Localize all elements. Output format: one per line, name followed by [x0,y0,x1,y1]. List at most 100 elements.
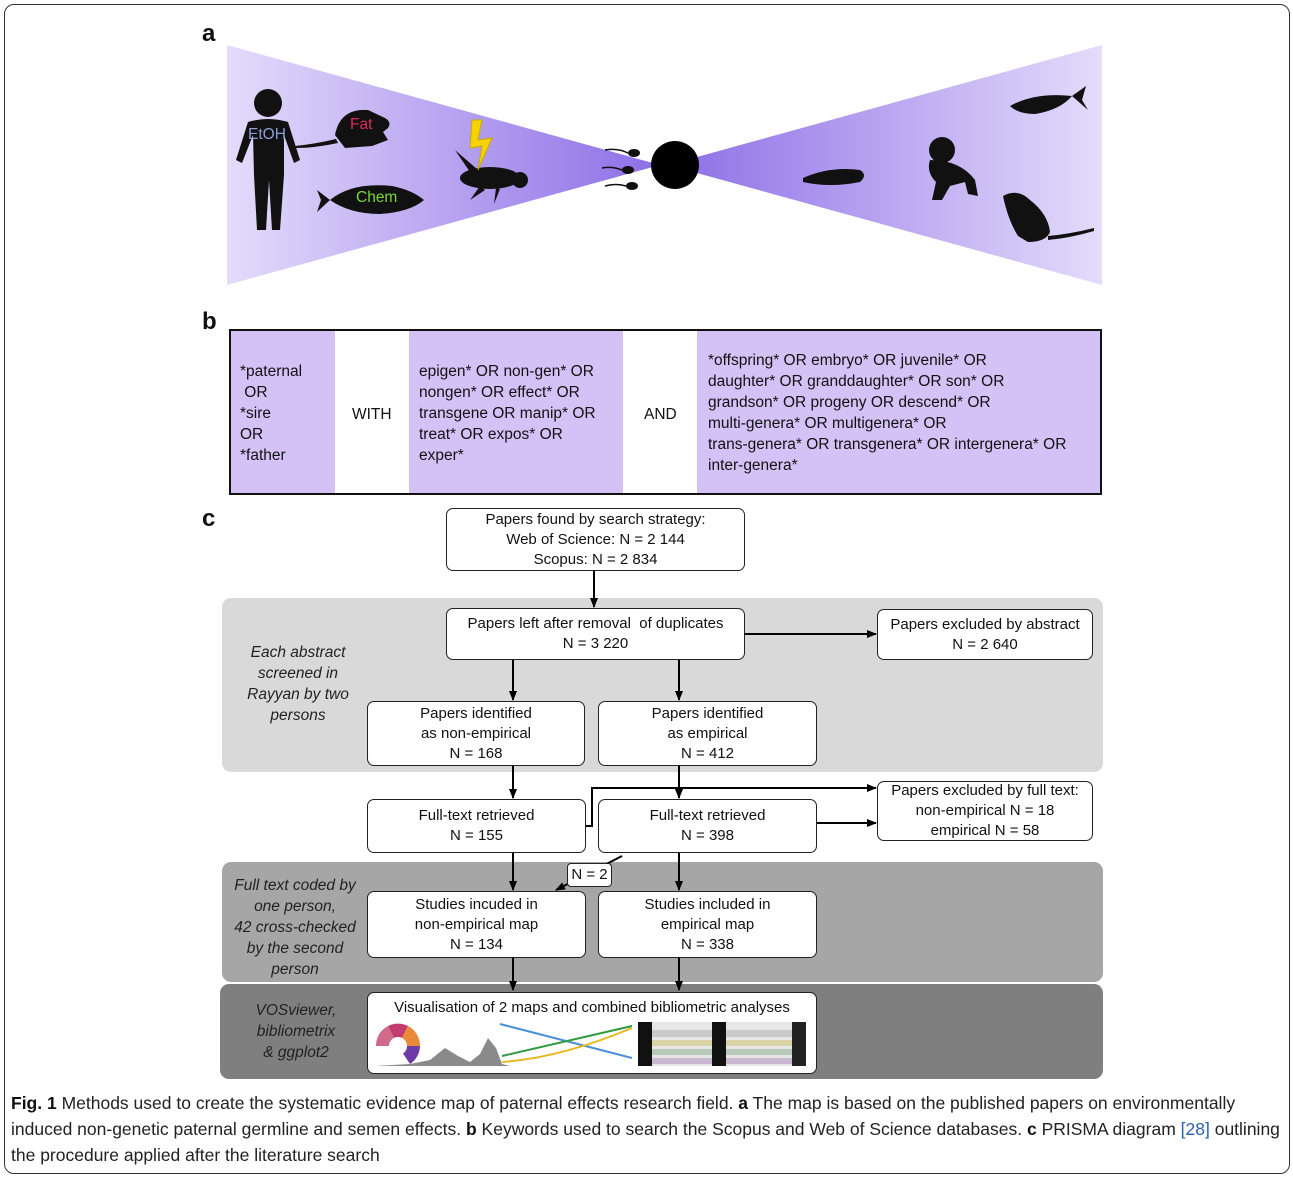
figure-caption: Fig. 1 Methods used to create the system… [11,1090,1281,1168]
visualisation-thumbnails [375,1022,806,1066]
box-line: Papers excluded by abstract [890,615,1080,633]
right-wedge [668,45,1102,285]
rat-father-icon [295,109,390,148]
screening-label: Each abstract screened in Rayyan by two … [228,642,368,726]
box-line: Studies included in [644,895,771,913]
included-empirical-box: Studies included in empirical map N = 33… [598,891,817,958]
side-line: 42 cross-checked [234,919,356,936]
n2-transfer-label: N = 2 [567,863,612,887]
tools-label: VOSviewer, bibliometrix & ggplot2 [226,1000,366,1063]
chem-label: Chem [356,189,398,206]
box-line: Studies incuded in [415,895,538,913]
keyword-col-paternal: *paternal OR *sire OR *father [240,361,302,466]
kw1-line: OR [240,426,264,443]
box-line: non-empirical map [414,915,539,933]
kw2-line: treat* OR expos* OR [419,426,563,443]
side-line: & ggplot2 [263,1044,329,1061]
caption-panel-c: c [1026,1119,1037,1139]
coding-label: Full text coded by one person, 42 cross-… [224,875,366,980]
trend-line-yellow [501,1027,633,1063]
trend-line-green [501,1025,633,1057]
caption-panel-a: a [738,1093,749,1113]
kw2-line: transgene OR manip* OR [419,405,596,422]
keyword-table [229,329,1102,495]
fly-father-icon [455,150,528,204]
box-line: Papers identified [420,704,532,722]
panel-a-illustration [227,45,1102,285]
kw2-line: epigen* OR non-gen* OR [419,363,594,380]
box-line: Full-text retrieved [418,807,535,824]
box-line: empirical N = 58 [930,822,1040,839]
side-line: one person, [254,898,336,915]
side-line: Each abstract [250,644,346,661]
search-results-box: Papers found by search strategy: Web of … [446,508,745,571]
donut-thumbnail [375,1023,421,1064]
keyword-col-2-bg [409,331,623,493]
figure-frame [4,4,1290,1174]
etoh-label: EtOH [248,126,286,143]
kw1-line: *sire [240,405,272,422]
side-line: VOSviewer, [255,1002,337,1019]
side-line: persons [270,707,326,724]
keyword-col-1-bg [231,331,335,493]
kw3-line: *offspring* OR embryo* OR juvenile* OR [708,352,987,369]
empirical-box: Papers identified as empirical N = 412 [598,701,817,766]
box-line: Web of Science: N = 2 144 [506,530,685,548]
deduplicated-box: Papers left after removal of duplicates … [446,608,745,660]
box-line: empirical map [660,915,755,933]
fulltext-non-empirical-box: Full-text retrieved N = 155 [367,799,586,853]
caption-panel-b: b [465,1119,477,1139]
box-line: N = 2 640 [952,635,1018,653]
sperm-icon [601,148,640,190]
human-father-icon [236,89,300,230]
fat-label: Fat [350,116,373,133]
excluded-by-fulltext-box: Papers excluded by full text: non-empiri… [877,781,1093,841]
alluvial-thumbnail [638,1022,806,1066]
side-line: person [271,961,319,978]
caption-text: outlining the procedure applied after th… [11,1119,1280,1165]
larva-icon [803,169,864,185]
density-thumbnail [375,1038,510,1066]
box-line: N = 155 [450,827,503,844]
kw1-line: *father [240,447,286,464]
box-line: Papers left after removal of duplicates [467,615,724,632]
box-line: Scopus: N = 2 834 [533,550,658,568]
kw1-line: *paternal [240,363,303,380]
kw3-line: daughter* OR granddaughter* OR son* OR [708,373,1005,390]
kw3-line: grandson* OR progeny OR descend* OR [708,394,991,411]
box-line: Papers found by search strategy: [485,510,706,528]
keyword-col-3-bg [697,331,1100,493]
side-line: by the second [246,940,344,957]
fulltext-empirical-box: Full-text retrieved N = 398 [598,799,817,853]
box-line: Full-text retrieved [649,807,766,824]
kw1-line: OR [240,384,268,401]
reference-link[interactable]: [28] [1180,1119,1210,1139]
keyword-col-effect: epigen* OR non-gen* OR nongen* OR effect… [419,361,596,466]
kw3-line: trans-genera* OR transgenera* OR interge… [708,436,1067,453]
side-line: bibliometrix [256,1023,336,1040]
caption-text: Keywords used to search the Scopus and W… [476,1119,1027,1139]
operator-and: AND [644,406,677,423]
box-line: N = 168 [449,744,503,762]
kw2-line: exper* [419,447,464,464]
caption-text: Methods used to create the systematic ev… [56,1093,739,1113]
lightning-icon [469,119,493,171]
box-line: non-empirical N = 18 [915,802,1055,819]
side-line: screened in [257,665,339,682]
caption-fig-label: Fig. 1 [11,1093,57,1113]
box-line: N = 412 [681,744,734,762]
box-line: as non-empirical [420,724,532,742]
non-empirical-box: Papers identified as non-empirical N = 1… [367,701,585,766]
box-line: N = 3 220 [562,635,629,652]
box-line: Papers identified [651,704,764,722]
baby-icon [928,137,978,200]
box-line: as empirical [667,724,748,742]
fish-offspring-icon [1010,86,1088,114]
kw2-line: nongen* OR effect* OR [419,384,580,401]
caption-text: PRISMA diagram [1036,1119,1181,1139]
kw3-line: multi-genera* OR multigenera* OR [708,415,947,432]
keyword-col-offspring: *offspring* OR embryo* OR juvenile* OR d… [708,350,1066,476]
box-line: N = 398 [681,827,734,844]
operator-with: WITH [352,406,392,423]
panel-a-letter: a [202,20,216,47]
